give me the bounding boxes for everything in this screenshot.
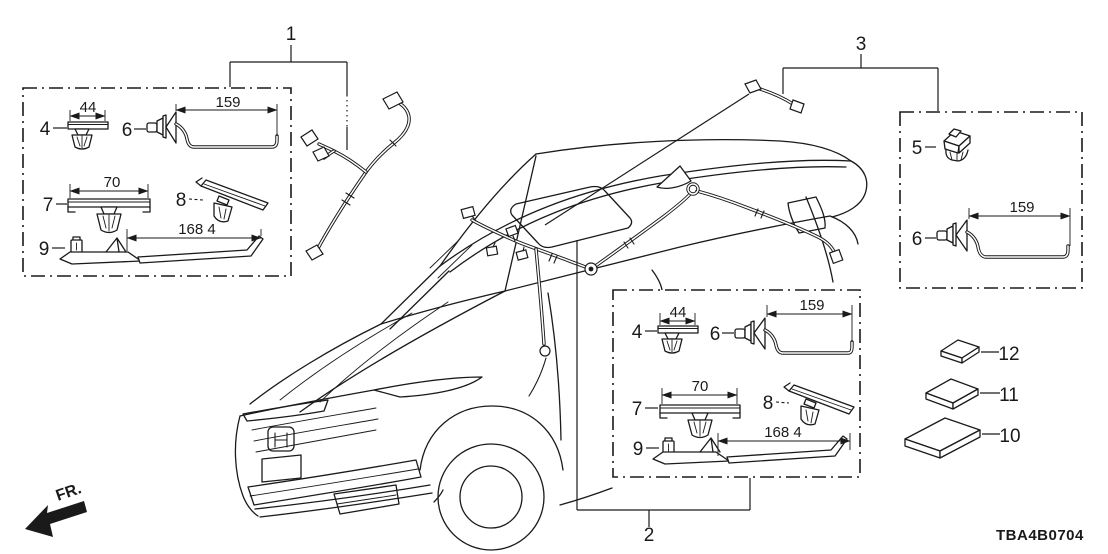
kit-right-contents (925, 128, 1071, 259)
sunroof-outline (510, 185, 633, 249)
clip-fan (213, 202, 233, 223)
kit-left-contents (52, 104, 279, 265)
bottom-kit-part4-label[interactable]: 4 (632, 322, 643, 343)
fr-direction-arrow (25, 501, 87, 537)
right-kit-part5-label[interactable]: 5 (912, 138, 923, 159)
leader-line-3 (544, 93, 750, 226)
wire-end-fitting (828, 248, 844, 265)
wire-connector (789, 99, 805, 114)
honda-badge (267, 426, 295, 452)
bottom-kit-part6-label[interactable]: 6 (710, 324, 721, 345)
kit-box-left (22, 87, 292, 277)
diagram-code: TBA4B0704 (996, 527, 1084, 544)
kit-box-bottom (612, 289, 861, 478)
bottom-kit-dim-159: 159 (799, 297, 824, 314)
callout-1-label[interactable]: 1 (286, 24, 297, 45)
pad-parts (904, 339, 1000, 459)
wire-connector (744, 79, 762, 94)
left-kit-dim-70: 70 (104, 174, 121, 191)
wire-connector (312, 146, 330, 162)
pillar-grommet (539, 345, 551, 357)
front-wheel (437, 443, 545, 551)
bottom-kit-part8-label[interactable]: 8 (763, 393, 774, 414)
pad-12-drawing (940, 339, 999, 364)
wire-connector (505, 224, 519, 238)
grommet-flange (165, 111, 177, 144)
callout-10-label[interactable]: 10 (999, 426, 1020, 447)
car-body-drawing (234, 139, 868, 551)
left-kit-part8-label[interactable]: 8 (176, 190, 187, 211)
pad-10-drawing (904, 417, 1000, 459)
grommet-flange (753, 317, 766, 350)
harness-item-1-drawing (300, 91, 411, 261)
callout-brackets (229, 45, 939, 527)
right-kit-part6-label[interactable]: 6 (912, 229, 923, 250)
wire-connector (305, 244, 324, 261)
callout-2-label[interactable]: 2 (644, 525, 655, 546)
kit-bottom-contents (645, 305, 855, 465)
wire-connector (485, 245, 499, 257)
left-kit-part9-label[interactable]: 9 (39, 239, 50, 260)
front-direction-indicator: FR. (25, 480, 87, 537)
roof-harness-wiring (460, 182, 844, 397)
left-kit-part7-label[interactable]: 7 (43, 195, 54, 216)
bottom-kit-dim-44: 44 (670, 304, 687, 321)
bottom-kit-dim-168-4: 168 4 (764, 424, 802, 441)
pad-11-drawing (925, 378, 1000, 410)
right-kit-dim-159: 159 (1009, 199, 1034, 216)
wire-connector (460, 205, 476, 220)
callout-11-label[interactable]: 11 (999, 385, 1019, 406)
kit-box-right (899, 111, 1083, 289)
wire-connector (382, 91, 404, 110)
callout-12-label[interactable]: 12 (998, 344, 1019, 365)
fr-label: FR. (54, 480, 84, 504)
harness-item-3-drawing (544, 79, 805, 226)
left-kit-dim-159: 159 (215, 94, 240, 111)
roof-antenna-fin (656, 165, 692, 189)
bottom-kit-part7-label[interactable]: 7 (632, 399, 643, 420)
clip-fan (800, 405, 820, 426)
bottom-kit-dim-70: 70 (692, 378, 709, 395)
callout-3-label[interactable]: 3 (856, 34, 867, 55)
left-kit-dim-168-4: 168 4 (178, 221, 216, 238)
wire-connector (300, 129, 319, 147)
left-kit-dim-44: 44 (80, 99, 97, 116)
wire-connector (515, 249, 529, 261)
bottom-kit-part9-label[interactable]: 9 (633, 439, 644, 460)
left-kit-part6-label[interactable]: 6 (122, 120, 133, 141)
left-kit-part4-label[interactable]: 4 (40, 119, 51, 140)
grommet-flange (955, 219, 968, 252)
